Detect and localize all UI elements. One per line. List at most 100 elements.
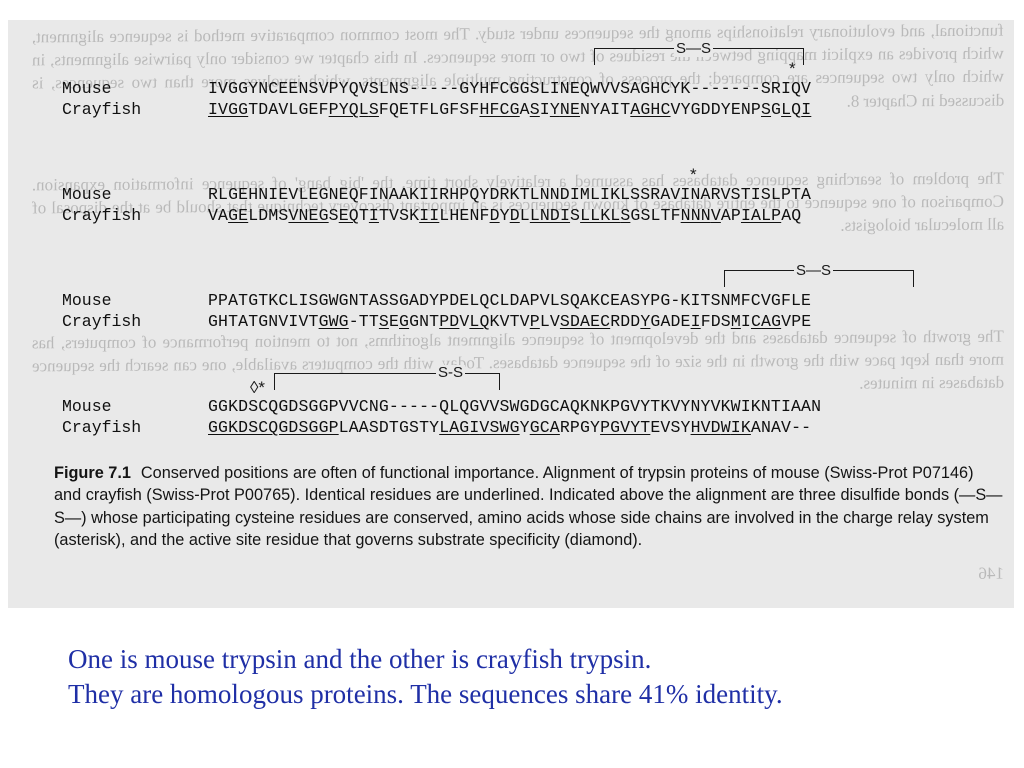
residues: RPGY [559, 418, 601, 437]
identical-residues: VSWG [479, 418, 520, 437]
species-label: Crayfish [62, 312, 142, 331]
residues: AQ [781, 206, 802, 225]
show-through-page-number: 146 [978, 563, 1005, 583]
residues: G [771, 100, 782, 119]
identical-residues: C [750, 312, 762, 331]
residues: H [449, 206, 460, 225]
alignment-block-2: Mouse RLGEHNIEVLEGNEQFINAAKIIRHPQYDRKTLN… [62, 184, 811, 226]
residues: KVTV [489, 312, 530, 331]
note-line-1: One is mouse trypsin and the other is cr… [68, 644, 652, 674]
crayfish-sequence: VAGELDMSVNEGSEQTITVSKIILHENFDYDLLNDISLLK… [208, 205, 801, 226]
show-through-text: The growth of sequence databases and the… [31, 326, 1005, 394]
caption-text: Conserved positions are often of functio… [54, 464, 1003, 549]
identical-residues: I [368, 206, 379, 225]
species-label: Crayfish [62, 100, 142, 119]
charge-relay-asterisk: * [690, 165, 697, 184]
identical-residues: LAG [439, 418, 470, 437]
residues: Q [791, 100, 802, 119]
residues: RDD [610, 312, 641, 331]
identical-residues: AG [761, 312, 782, 331]
identical-residues: AGHC [630, 100, 671, 119]
alignment-row-crayfish: Crayfish GHTATGNVIVTGWG-TTSEGGNTPDVLQKVT… [62, 311, 811, 332]
alignment-row-mouse: Mouse PPATGTKCLISGWGNTASSGADYPDELQCLDAPV… [62, 290, 811, 311]
residues: GNT [409, 312, 440, 331]
species-label: Mouse [62, 185, 112, 204]
identical-residues: GCA [529, 418, 560, 437]
identical-residues: HVD [690, 418, 721, 437]
identical-residues: P [529, 312, 540, 331]
alignment-row-mouse: Mouse GGKDSCQGDSGGPVVCNG-----QLQGVVSWGDG… [62, 396, 821, 417]
disulfide-bond-label: S—S [674, 40, 714, 57]
identical-residues: V [288, 206, 299, 225]
note-line-2: They are homologous proteins. The sequen… [68, 679, 783, 709]
residues: S [328, 206, 339, 225]
residues: S [570, 206, 581, 225]
disulfide-bond-3 [274, 373, 500, 390]
identical-residues: EQ [338, 206, 359, 225]
identical-residues: D [509, 206, 520, 225]
identical-residues: I [469, 418, 480, 437]
residues: ANAV-- [750, 418, 812, 437]
identical-residues: PYQL [328, 100, 369, 119]
residues: IVGGYNCEENSVPYQVSLNS-----GYHFCGGSLINEQWV… [208, 79, 812, 98]
crayfish-sequence: GGKDSCQGDSGGPLAASDTGSTYLAGIVSWGYGCARPGYP… [208, 417, 811, 438]
identical-residues: G [399, 312, 410, 331]
residues: NYAIT [580, 100, 631, 119]
alignment-block-4: Mouse GGKDSCQGDSGGPVVCNG-----QLQGVVSWGDG… [62, 396, 821, 438]
specificity-diamond-asterisk: ◊* [250, 378, 266, 397]
identical-residues: S [529, 100, 540, 119]
identical-residues: I [559, 206, 571, 225]
identical-residues: PGVYT [600, 418, 651, 437]
identical-residues: HFCG [479, 100, 520, 119]
slide-notes: One is mouse trypsin and the other is cr… [68, 642, 783, 712]
identical-residues: GE [228, 206, 249, 225]
residues: ENF [459, 206, 490, 225]
residues: AP [720, 206, 741, 225]
residues: VA [208, 206, 229, 225]
charge-relay-asterisk: * [789, 59, 796, 78]
identical-residues: IK [730, 418, 751, 437]
residues: T [358, 206, 369, 225]
mouse-sequence: PPATGTKCLISGWGNTASSGADYPDELQCLDAPVLSQAKC… [208, 290, 811, 311]
mouse-sequence: IVGGYNCEENSVPYQVSLNS-----GYHFCGGSLINEQWV… [208, 78, 811, 99]
residues: GHTATGNVIVT [208, 312, 319, 331]
residues: -TT [348, 312, 379, 331]
identical-residues: L [781, 100, 792, 119]
residues: L [519, 206, 530, 225]
identical-residues: LLKL [580, 206, 621, 225]
figure-label: Figure 7.1 [54, 464, 131, 482]
species-label: Crayfish [62, 206, 142, 225]
alignment-block-3: Mouse PPATGTKCLISGWGNTASSGADYPDELQCLDAPV… [62, 290, 811, 332]
identical-residues: GWG [318, 312, 349, 331]
species-label: Mouse [62, 79, 112, 98]
residues: LAASDTGSTY [338, 418, 440, 437]
residues: I [740, 312, 751, 331]
residues: GSLTF [630, 206, 681, 225]
residues: VYGDDYENP [670, 100, 761, 119]
identical-residues: L [469, 312, 480, 331]
residues: SY [670, 418, 691, 437]
identical-residues: Q [479, 312, 490, 331]
residues: LV [539, 312, 560, 331]
mouse-sequence: RLGEHNIEVLEGNEQFINAAKIIRHPQYDRKTLNNDIMLI… [208, 184, 811, 205]
identical-residues: SD [559, 312, 581, 331]
residues: SK [399, 206, 420, 225]
residues: L [248, 206, 259, 225]
identical-residues: NE [559, 100, 581, 119]
crayfish-sequence: GHTATGNVIVTGWG-TTSEGGNTPDVLQKVTVPLVSDAEC… [208, 311, 811, 332]
alignment-row-mouse: Mouse RLGEHNIEVLEGNEQFINAAKIIRHPQYDRKTLN… [62, 184, 811, 205]
residues: E [388, 312, 400, 331]
identical-residues: IALP [740, 206, 782, 225]
residues: TDAVLGEF [248, 100, 329, 119]
species-label: Crayfish [62, 418, 142, 437]
residues: A [519, 100, 530, 119]
identical-residues: LND [529, 206, 560, 225]
identical-residues: S [620, 206, 631, 225]
identical-residues: M [730, 312, 741, 331]
residues: T [378, 206, 390, 225]
identical-residues: S [760, 100, 772, 119]
alignment-block-1: Mouse IVGGYNCEENSVPYQVSLNS-----GYHFCGGSL… [62, 78, 811, 120]
residues: FQETFLGFSF [378, 100, 480, 119]
residues: GADE [650, 312, 691, 331]
